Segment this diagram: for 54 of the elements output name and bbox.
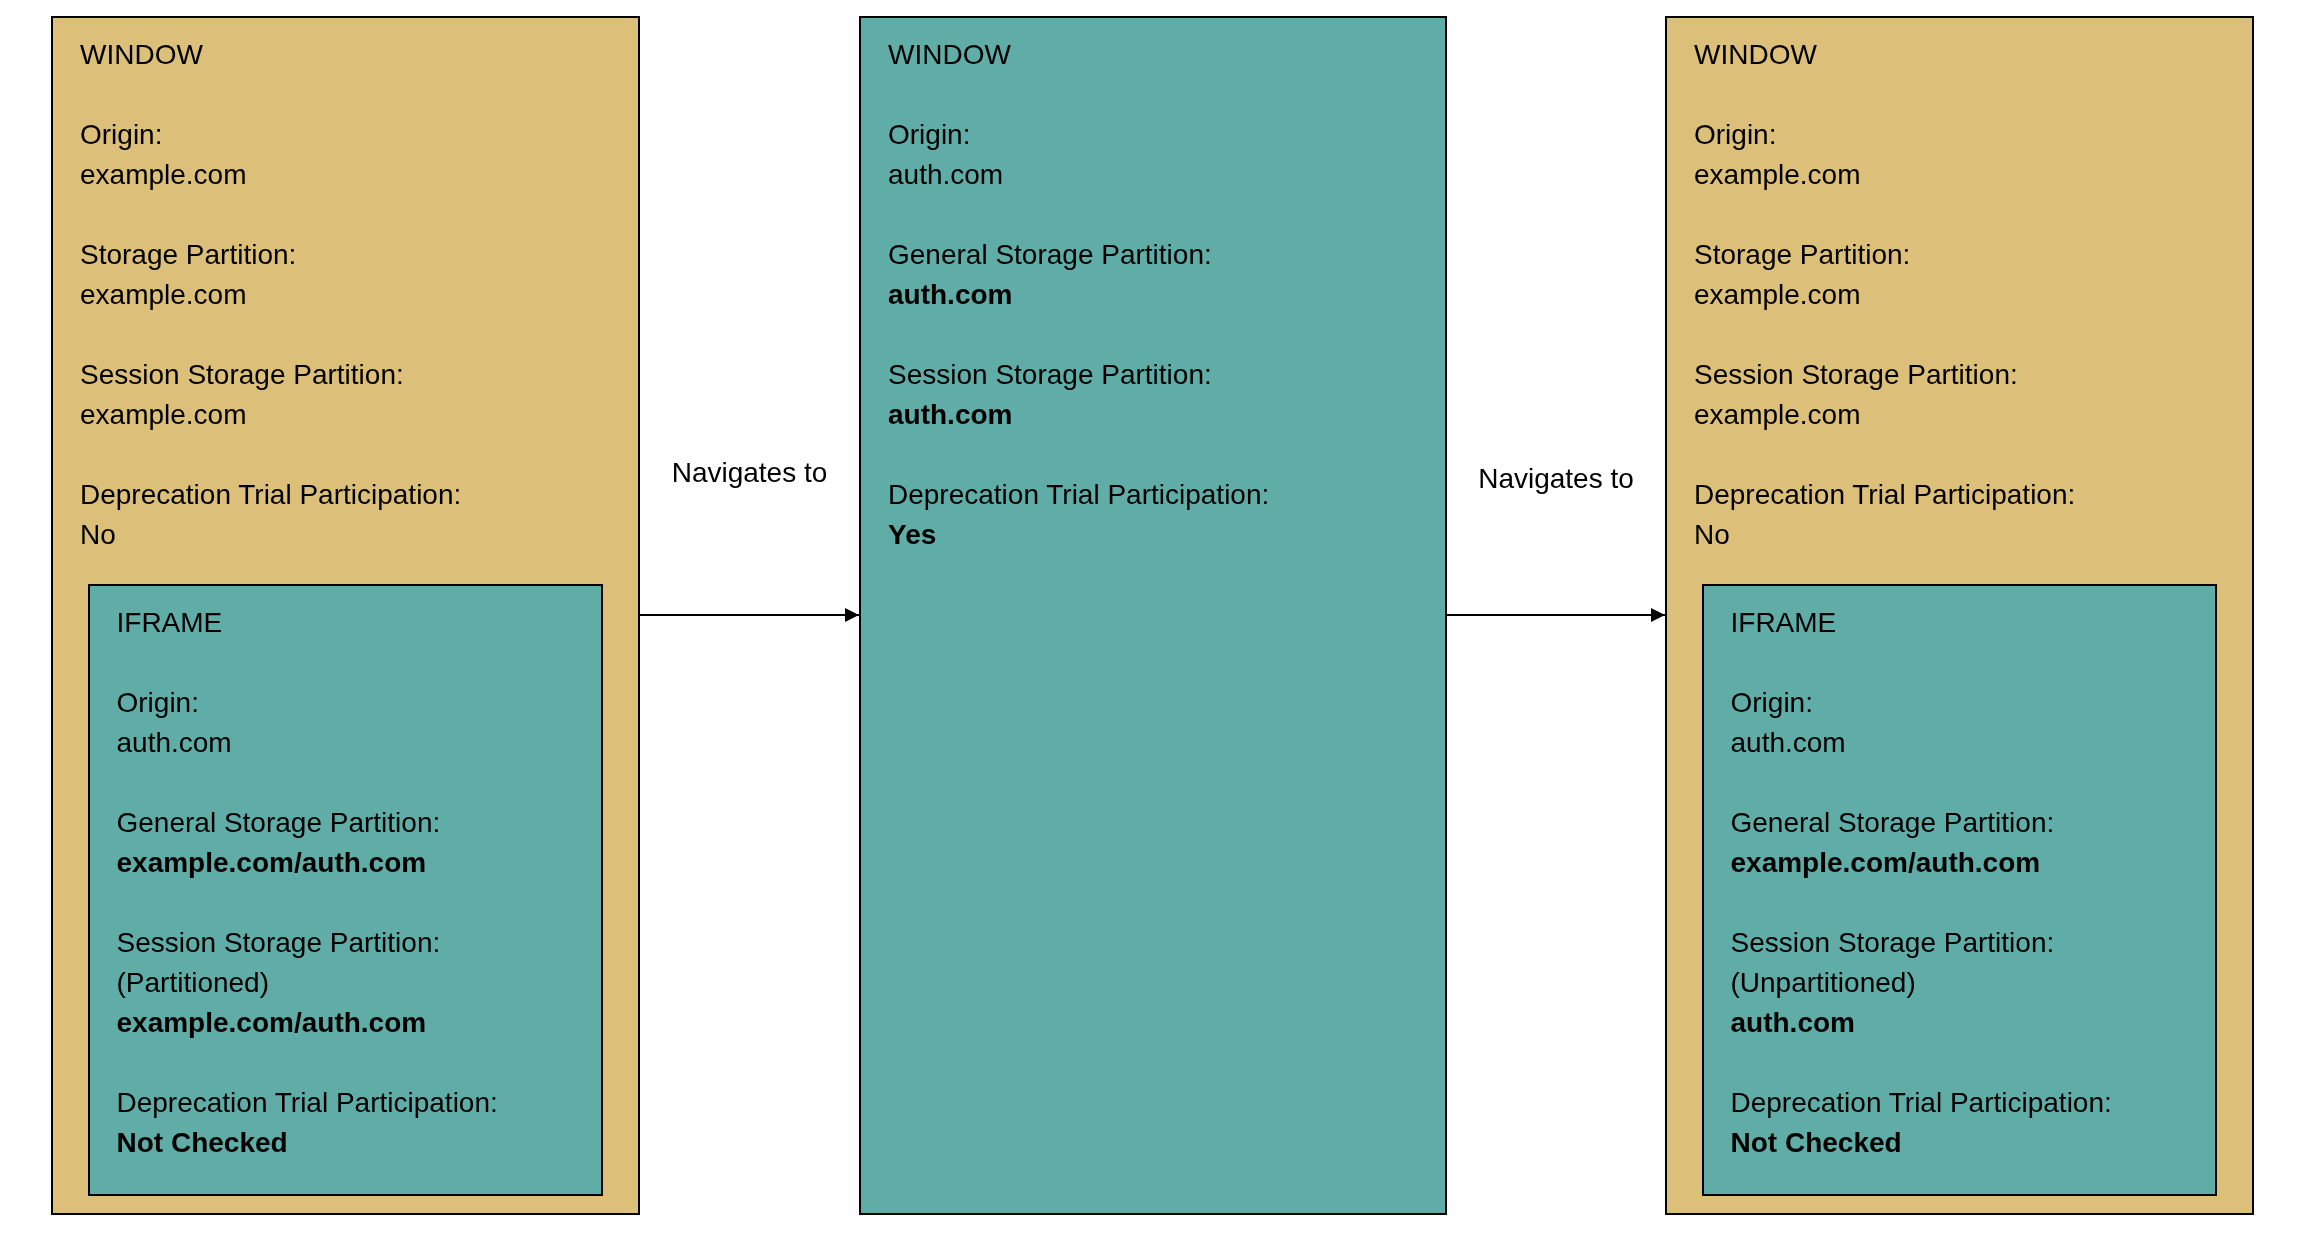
field-text: Deprecation Trial Participation: [1730, 1085, 2112, 1120]
field-text: Origin: [888, 118, 971, 152]
field-text: (Unpartitioned) [1730, 965, 1916, 1000]
field-text: auth.com [888, 158, 1004, 192]
field-value: auth.com [888, 278, 1013, 312]
field-text: Session Storage Partition: [80, 358, 404, 392]
field-text: Session Storage Partition: [116, 925, 441, 960]
field-value: Yes [888, 518, 937, 552]
window-panel [1665, 16, 2254, 1215]
panel-heading: WINDOW [1694, 38, 1817, 72]
field-text: Origin: [116, 685, 199, 720]
panel-heading: IFRAME [1730, 605, 1837, 640]
field-text: example.com [1694, 158, 1861, 192]
field-text: Origin: [1730, 685, 1813, 720]
field-text: Session Storage Partition: [1694, 358, 2018, 392]
panel-heading: WINDOW [80, 38, 203, 72]
field-value: example.com/auth.com [1730, 845, 2041, 880]
field-text: General Storage Partition: [116, 805, 441, 840]
field-text: example.com [80, 278, 247, 312]
window-panel [859, 16, 1447, 1215]
field-text: Origin: [1694, 118, 1777, 152]
field-value: example.com/auth.com [116, 845, 427, 880]
field-text: example.com [1694, 278, 1861, 312]
arrow [639, 608, 860, 622]
field-text: General Storage Partition: [1730, 805, 2055, 840]
field-text: Session Storage Partition: [888, 358, 1212, 392]
field-text: Origin: [80, 118, 163, 152]
field-text: Session Storage Partition: [1730, 925, 2055, 960]
field-text: (Partitioned) [116, 965, 269, 1000]
panel-heading: IFRAME [116, 605, 223, 640]
field-text: example.com [1694, 398, 1861, 432]
field-text: Deprecation Trial Participation: [80, 478, 462, 512]
iframe-panel [87, 583, 603, 1196]
field-value: Not Checked [116, 1125, 288, 1160]
field-value: auth.com [888, 398, 1013, 432]
field-text: No [80, 518, 116, 552]
iframe-panel [1701, 583, 2217, 1196]
field-text: Storage Partition: [1694, 238, 1911, 272]
field-value: example.com/auth.com [116, 1005, 427, 1040]
field-text: Deprecation Trial Participation: [116, 1085, 498, 1120]
field-text: Storage Partition: [80, 238, 297, 272]
field-text: auth.com [1730, 725, 1846, 760]
field-text: example.com [80, 398, 247, 432]
field-text: auth.com [116, 725, 232, 760]
field-text: example.com [80, 158, 247, 192]
field-text: Deprecation Trial Participation: [1694, 478, 2076, 512]
field-text: No [1694, 518, 1730, 552]
window-panel [51, 16, 640, 1215]
panel-heading: WINDOW [888, 38, 1011, 72]
field-text: General Storage Partition: [888, 238, 1212, 272]
field-text: Deprecation Trial Participation: [888, 478, 1270, 512]
arrow [1446, 608, 1666, 622]
field-value: auth.com [1730, 1005, 1855, 1040]
field-value: Not Checked [1730, 1125, 1902, 1160]
